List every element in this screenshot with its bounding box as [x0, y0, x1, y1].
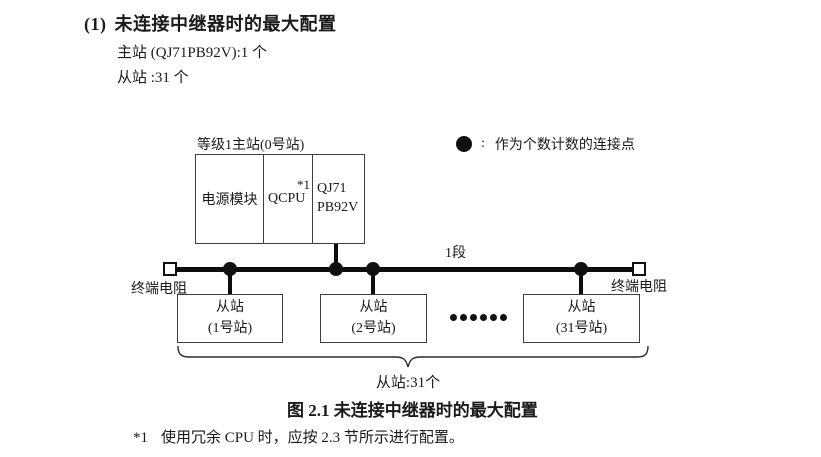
figure-caption: 图 2.1 未连接中继器时的最大配置: [287, 401, 538, 420]
slave2-label-line2: (2号站): [351, 320, 396, 336]
connection-point-dot: [223, 262, 237, 276]
master-count-text: 主站 (QJ71PB92V):1 个: [117, 45, 268, 61]
slave31-label-line1: 从站: [567, 300, 596, 316]
module-name-line1: QJ71: [317, 181, 347, 197]
continuation-dots: [450, 314, 507, 321]
qcpu-cell: *1 QCPU: [264, 155, 313, 243]
right-terminator-label: 终端电阻: [611, 280, 667, 295]
slave1-label-line2: (1号站): [207, 320, 253, 336]
slave-station-31-box: 从站 (31号站): [523, 294, 640, 343]
right-terminator-square: [632, 262, 646, 276]
master-station-box: 电源模块 *1 QCPU QJ71 PB92V: [195, 154, 365, 244]
connection-point-dot: [366, 262, 380, 276]
qj71pb92v-cell: QJ71 PB92V: [313, 155, 364, 243]
master-drop-line: [334, 244, 338, 269]
ellipsis-dot: [470, 314, 477, 321]
left-terminator-square: [163, 262, 177, 276]
segment-label: 1段: [445, 246, 466, 261]
legend-text: 作为个数计数的连接点: [494, 138, 635, 153]
slave1-drop-line: [228, 271, 232, 295]
footnote-marker: *1: [133, 430, 148, 446]
slave-station-2-box: 从站 (2号站): [320, 294, 427, 343]
ellipsis-dot: [500, 314, 507, 321]
ellipsis-dot: [490, 314, 497, 321]
connection-point-icon: [456, 136, 472, 152]
qcpu-label: QCPU: [268, 191, 306, 206]
ellipsis-dot: [460, 314, 467, 321]
footnote: *1 使用冗余 CPU 时，应按 2.3 节所示进行配置。: [133, 426, 464, 447]
section-heading: (1) 未连接中继器时的最大配置: [84, 10, 337, 36]
legend-colon: :: [481, 136, 485, 151]
section-number: (1): [84, 14, 107, 34]
slave-group-brace: [177, 345, 649, 368]
power-module-cell: 电源模块: [196, 155, 264, 243]
section-title: 未连接中继器时的最大配置: [114, 14, 337, 34]
legend: : 作为个数计数的连接点: [456, 134, 635, 154]
bus-line: [177, 267, 633, 272]
connection-point-dot: [329, 262, 343, 276]
connection-point-dot: [574, 262, 588, 276]
left-terminator-label: 终端电阻: [131, 282, 187, 297]
slave1-label-line1: 从站: [216, 300, 244, 316]
slave-count-text: 从站 :31 个: [117, 70, 189, 86]
footnote-text: 使用冗余 CPU 时，应按 2.3 节所示进行配置。: [161, 430, 464, 446]
ellipsis-dot: [450, 314, 457, 321]
ellipsis-dot: [480, 314, 487, 321]
slave2-drop-line: [371, 271, 375, 295]
slave-station-1-box: 从站 (1号站): [177, 294, 283, 343]
master-station-label: 等级1主站(0号站): [197, 138, 305, 153]
slave31-label-line2: (31号站): [555, 320, 608, 336]
slave2-label-line1: 从站: [359, 300, 388, 316]
module-name-line2: PB92V: [317, 200, 359, 215]
slave31-drop-line: [579, 271, 583, 295]
footnote-ref-marker: *1: [297, 177, 310, 192]
brace-count-label: 从站:31个: [375, 375, 441, 391]
